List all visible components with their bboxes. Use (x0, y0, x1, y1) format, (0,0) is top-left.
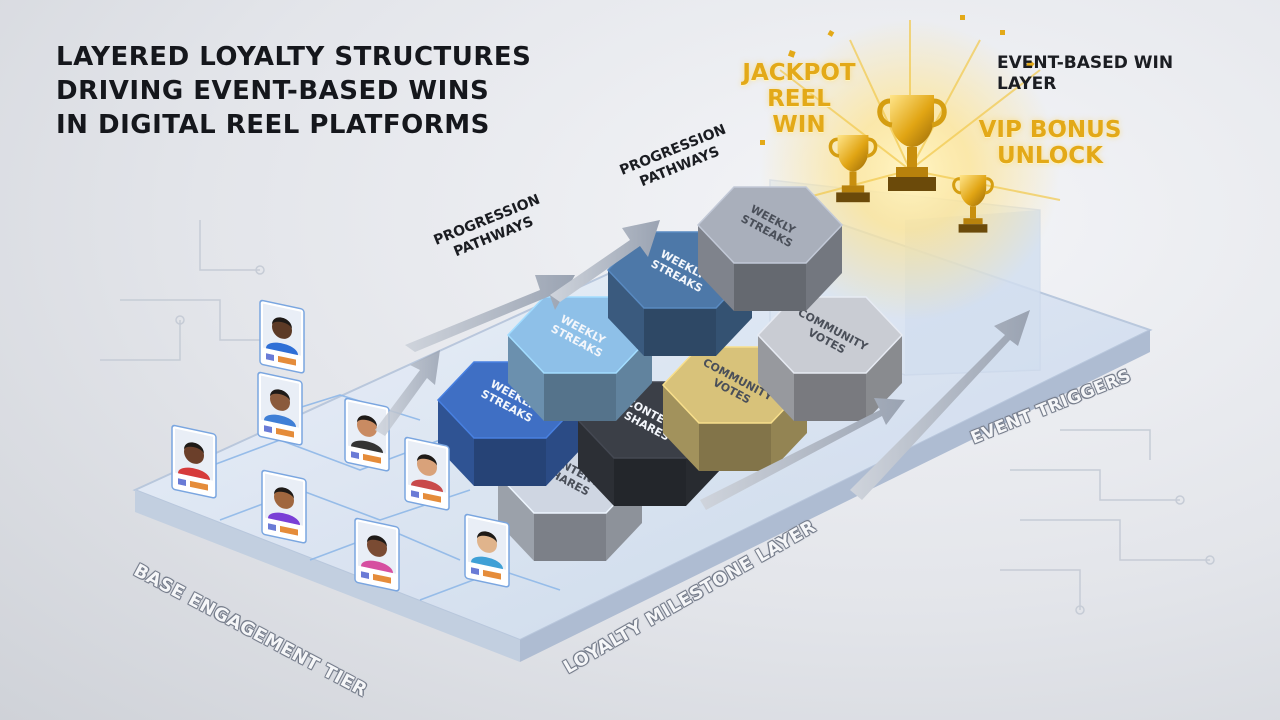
tile-side (614, 458, 686, 506)
tile-side (498, 475, 534, 561)
background-circuits (100, 220, 1215, 615)
tile-side (734, 263, 806, 311)
trophy-right-icon (952, 175, 994, 233)
event-trigger-arrow (850, 310, 1030, 500)
avatar-body (471, 556, 503, 570)
confetti (760, 15, 1065, 145)
avatar-badge (280, 525, 298, 536)
tile-side (474, 438, 546, 486)
tile-face (696, 186, 844, 264)
avatar-badge (178, 478, 186, 486)
avatar-hair (184, 442, 204, 454)
tile-t8: WEEKLYSTREAKS (696, 186, 844, 311)
avatar-badge (351, 451, 359, 459)
avatar-card (257, 371, 303, 446)
avatar-body (411, 479, 443, 493)
avatar-badge (483, 569, 501, 580)
avatar-card (261, 469, 307, 544)
avatar-card (259, 299, 305, 374)
avatar-card (464, 513, 510, 588)
tile-side (616, 335, 652, 421)
title-line-3: In Digital Reel Platforms (56, 110, 490, 140)
tile-side (699, 423, 771, 471)
avatar-badge (361, 571, 369, 579)
progression-arrow-1 (405, 275, 575, 352)
avatar-body (178, 467, 210, 481)
tile-side (438, 400, 474, 486)
trophy-left-icon (828, 135, 878, 203)
avatar-badge (266, 353, 274, 361)
avatar-badge (278, 355, 296, 366)
avatar-hair (417, 454, 437, 466)
tile-side (794, 373, 866, 421)
tile-side (544, 373, 616, 421)
avatar-badge (268, 523, 276, 531)
jackpot-label: Jackpot Reel Win (742, 60, 856, 138)
tile-side (758, 335, 794, 421)
avatar-badge (471, 567, 479, 575)
event-layer-label: Event-Based Win Layer (997, 53, 1174, 94)
tile-side (578, 420, 614, 506)
vip-label: VIP Bonus Unlock (978, 117, 1122, 169)
progression-arrow-2 (550, 220, 660, 302)
tile-side (534, 513, 606, 561)
avatar-body (351, 440, 383, 454)
avatar-cards (171, 299, 510, 592)
tile-t2: WEEKLYSTREAKS (436, 361, 584, 486)
avatar-badge (264, 425, 272, 433)
diagram-title: Layered Loyalty Structures Driving Event… (56, 40, 616, 142)
trophy-large-icon (877, 95, 947, 191)
avatar-hair (477, 531, 497, 543)
avatar-badge (411, 490, 419, 498)
tile-side (663, 385, 699, 471)
avatar-body (266, 342, 298, 356)
tile-side (806, 225, 842, 311)
loyalty-arrow (700, 398, 905, 510)
avatar-hair (357, 415, 377, 427)
avatar-body (268, 512, 300, 526)
avatar-body (361, 560, 393, 574)
avatar-hair (270, 389, 290, 401)
avatar-hair (367, 535, 387, 547)
tile-side (698, 225, 734, 311)
avatar-badge (423, 492, 441, 503)
tile-t4: WEEKLYSTREAKS (506, 296, 654, 421)
avatar-card (404, 436, 450, 511)
tile-side (608, 270, 644, 356)
title-line-2: Driving Event-Based Wins (56, 76, 490, 106)
avatar-card (171, 424, 217, 499)
avatar-badge (190, 480, 208, 491)
avatar-badge (363, 453, 381, 464)
avatar-card (354, 517, 400, 592)
avatar-badge (276, 427, 294, 438)
avatar-hair (272, 317, 292, 329)
tile-side (546, 400, 582, 486)
tile-side (644, 308, 716, 356)
avatar-body (264, 414, 296, 428)
avatar-badge (373, 573, 391, 584)
tile-side (508, 335, 544, 421)
base-arrow (375, 350, 440, 436)
avatar-card (344, 397, 390, 472)
avatar-hair (274, 487, 294, 499)
tile-t7: COMMUNITYVOTES (756, 296, 904, 421)
title-line-1: Layered Loyalty Structures (56, 42, 532, 72)
